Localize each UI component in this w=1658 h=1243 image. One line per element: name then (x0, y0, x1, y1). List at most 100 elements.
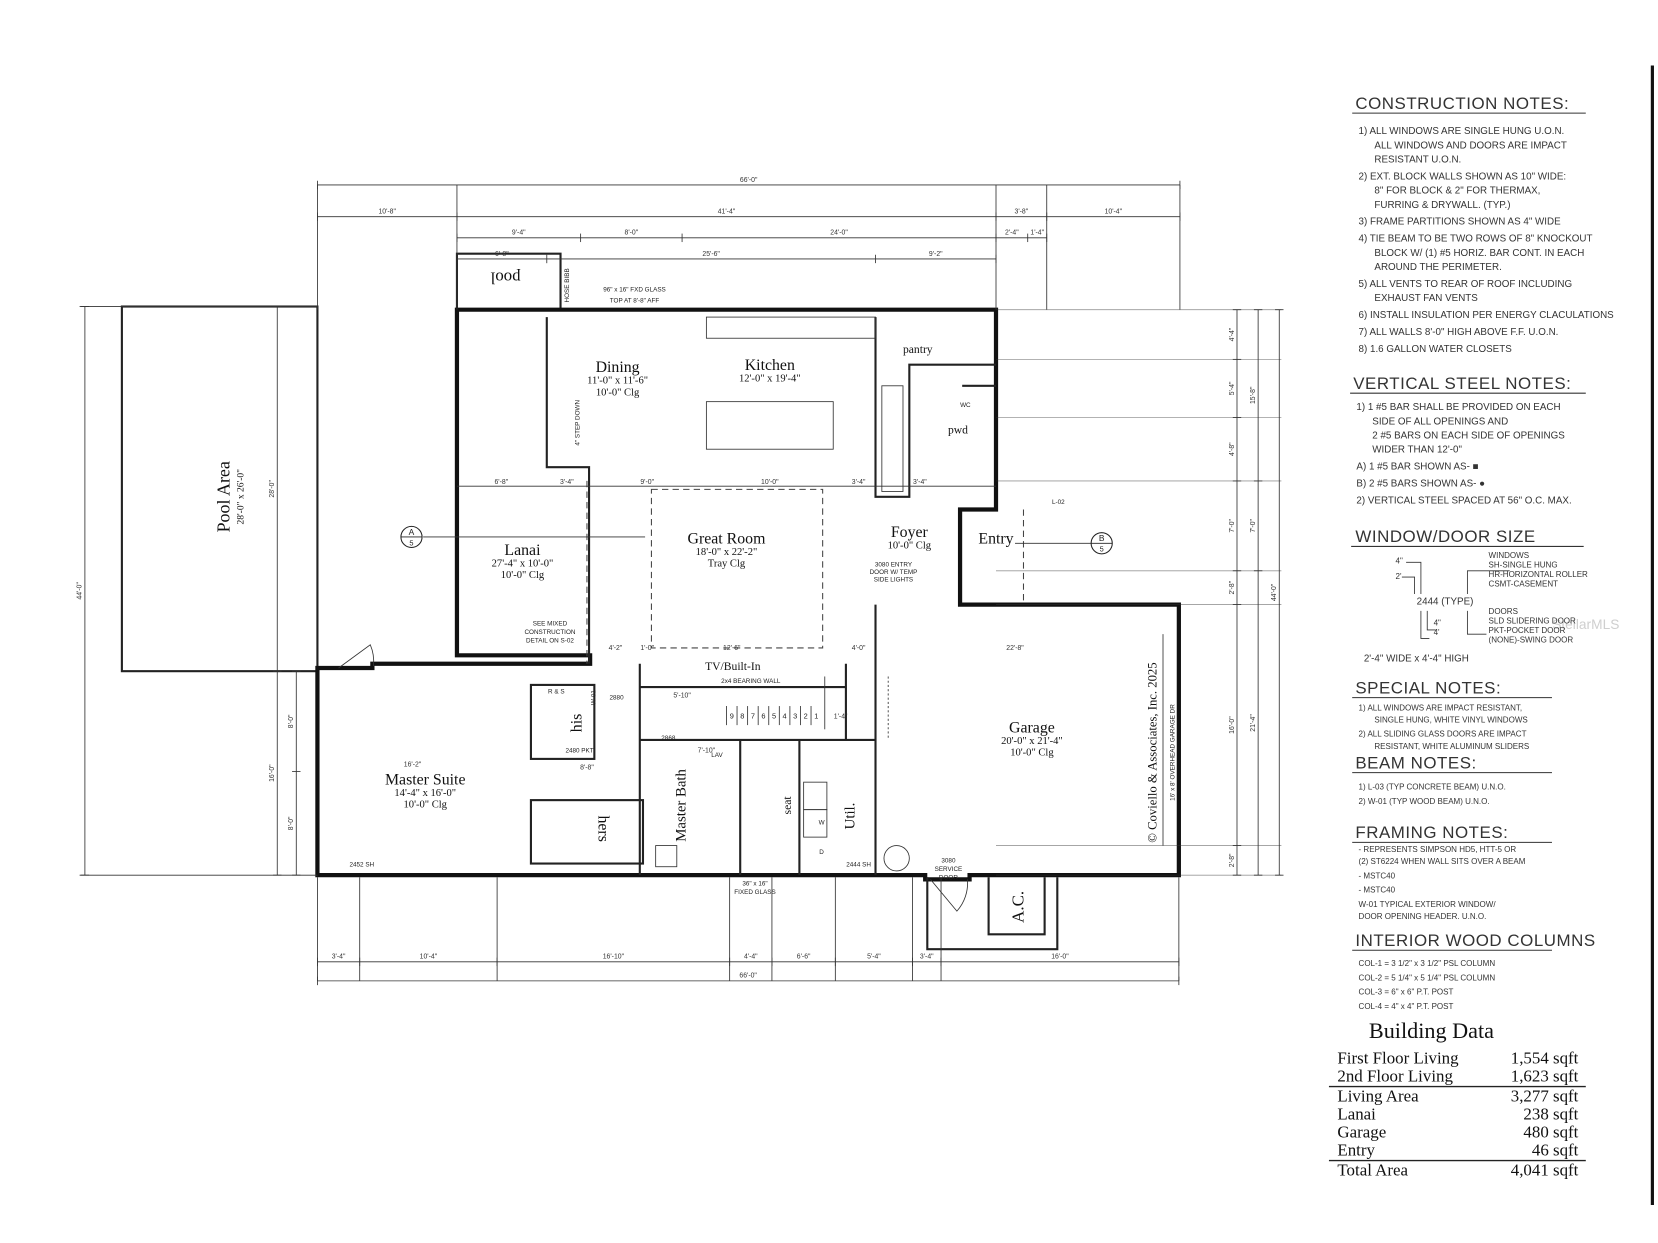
plan-annotation: 3080 ENTRY (875, 562, 913, 569)
dimension-label: 3'-4" (852, 479, 866, 486)
door-type-line: SLD SLIDERING DOOR (1489, 617, 1577, 626)
stair-number: 7 (751, 712, 755, 721)
note-line: - MSTC40 (1359, 871, 1396, 880)
window-type-line: SH-SINGLE HUNG (1489, 561, 1558, 570)
dimension-label: 5'-4" (1229, 381, 1236, 395)
notes-title: INTERIOR WOOD COLUMNS (1355, 931, 1595, 950)
dimension-label: 3'-8" (1015, 209, 1029, 216)
building-data-label: Garage (1337, 1122, 1386, 1141)
room-name: Lanai (504, 542, 541, 559)
dimension-label: 2'-8" (1229, 853, 1236, 867)
plan-annotation: 2868 (661, 735, 676, 742)
dimension-label: 3'-4" (332, 954, 346, 961)
note-line: COL-4 = 4" x 4" P.T. POST (1359, 1002, 1454, 1011)
building-data-value: 480 sqft (1523, 1122, 1578, 1141)
note-line: A) 1 #5 BAR SHOWN AS- ■ (1356, 462, 1478, 473)
note-line: - MSTC40 (1359, 886, 1396, 895)
building-data-value: 3,277 sqft (1511, 1086, 1579, 1105)
room-ceiling: 10'-0" Clg (1010, 748, 1054, 759)
pool-box: pool (455, 252, 562, 310)
note-line: FURRING & DRYWALL. (TYP.) (1374, 200, 1510, 211)
plan-annotation: 4" STEP DOWN (575, 399, 582, 445)
note-line: 2 #5 BARS ON EACH SIDE OF OPENINGS (1372, 430, 1565, 441)
window-code-digit: 4" (1396, 556, 1403, 565)
window-type-line: CSMT-CASEMENT (1489, 580, 1559, 589)
note-line: 3) FRAME PARTITIONS SHOWN AS 4" WIDE (1359, 217, 1562, 228)
notes-title: SPECIAL NOTES: (1355, 678, 1501, 697)
small-room-label: Util. (842, 803, 858, 830)
dimension-label: 28'-0" (269, 480, 276, 498)
plan-annotation: 3080 (941, 857, 956, 864)
dimension-label: 6'-8" (495, 479, 509, 486)
room-name: Master Suite (385, 771, 466, 788)
room-ceiling: 10'-0" Clg (596, 387, 640, 398)
note-line: SINGLE HUNG, WHITE VINYL WINDOWS (1374, 715, 1527, 724)
plan-annotation: L-02 (1052, 499, 1065, 506)
leader-line (1466, 610, 1487, 635)
room-ceiling: 10'-0" Clg (404, 800, 448, 811)
dimension-label: 1'-4" (834, 714, 848, 721)
note-line: 6) INSTALL INSULATION PER ENERGY CLACULA… (1359, 310, 1615, 321)
ac-unit (987, 877, 1046, 936)
note-line: 7) ALL WALLS 8'-0" HIGH ABOVE F.F. U.O.N… (1359, 327, 1559, 338)
room-name: Entry (978, 530, 1013, 547)
plan-annotation: HOSE BIBB (564, 268, 571, 302)
window-code-digit: 4' (1434, 628, 1440, 637)
plan-annotation: D (819, 849, 824, 856)
plan-annotation: 2x4 BEARING WALL (721, 678, 781, 685)
building-data-label: Total Area (1337, 1160, 1408, 1179)
note-line: DOOR OPENING HEADER. U.N.O. (1359, 912, 1487, 921)
door-type-line: (NONE)-SWING DOOR (1489, 636, 1574, 645)
note-line: 1) L-03 (TYP CONCRETE BEAM) U.N.O. (1359, 783, 1506, 792)
plan-annotation: FIXED GLASS (734, 889, 776, 896)
notes-title: WINDOW/DOOR SIZE (1355, 527, 1535, 546)
room-name: Great Room (688, 530, 767, 547)
dimension-label: 1'-4" (1030, 230, 1044, 237)
small-room-label: his (569, 714, 586, 732)
plan-annotation: 16' x 8' OVERHEAD GARAGE DR (1170, 704, 1177, 801)
stair-number: 3 (793, 712, 797, 721)
dimension-label: 9'-0" (640, 479, 654, 486)
plan-annotation: DOOR W/ TEMP (870, 569, 918, 576)
dimension-label: 9'-2" (929, 251, 943, 258)
pool-area: Pool Area 28'-0" x 26'-0" (120, 305, 319, 673)
section-marker-letter: A (409, 527, 415, 537)
dimension-label: 66'-0" (740, 177, 758, 184)
note-line: 4) TIE BEAM TO BE TWO ROWS OF 8" KNOCKOU… (1359, 234, 1593, 245)
window-code-digit: 4" (1434, 619, 1441, 628)
room-size: 27'-4" x 10'-0" (492, 559, 554, 570)
notes-title: FRAMING NOTES: (1355, 823, 1508, 842)
notes-title: CONSTRUCTION NOTES: (1355, 94, 1569, 113)
notes-title: BEAM NOTES: (1355, 753, 1476, 772)
room-name: Garage (1009, 719, 1055, 736)
stair-number: 4 (783, 712, 787, 721)
note-line: AROUND THE PERIMETER. (1374, 262, 1501, 273)
room-ceiling: Tray Clg (708, 559, 746, 570)
note-line: EXHAUST FAN VENTS (1374, 293, 1478, 304)
building-data-label: Lanai (1337, 1104, 1376, 1123)
building-data-label: First Floor Living (1337, 1048, 1459, 1067)
building-data-value: 46 sqft (1532, 1140, 1579, 1159)
note-line: 2) ALL SLIDING GLASS DOORS ARE IMPACT (1359, 730, 1527, 739)
room-size: 10'-0" Clg (888, 541, 932, 552)
building-data-label: Entry (1337, 1140, 1375, 1159)
dimension-label: 9'-4" (512, 230, 526, 237)
dimension-label: 24'-0" (830, 230, 848, 237)
dimension-label: 16'-10" (603, 954, 625, 961)
room-size: 20'-0" x 21'-4" (1001, 736, 1063, 747)
note-line: 5) ALL VENTS TO REAR OF ROOF INCLUDING (1359, 279, 1573, 290)
section-marker-sheet: 5 (1100, 545, 1104, 554)
ac-pad (926, 877, 1059, 951)
dimension-label: 2'-4" (1005, 230, 1019, 237)
stair-number: 5 (772, 712, 776, 721)
window-type-line: HR-HORIZONTAL ROLLER (1489, 570, 1589, 579)
note-line: WIDER THAN 12'-0" (1372, 445, 1462, 456)
plan-annotation: 96" x 16" FXD GLASS (603, 287, 666, 294)
door-type-line: PKT-POCKET DOOR (1489, 626, 1566, 635)
note-line: RESISTANT U.O.N. (1374, 155, 1461, 166)
leader-line (1466, 570, 1510, 595)
stair-number: 2 (804, 712, 808, 721)
window-code-digit: 2' (1396, 572, 1402, 581)
room-name: Dining (596, 359, 640, 376)
plan-annotation: 2480 PKT (565, 748, 593, 755)
